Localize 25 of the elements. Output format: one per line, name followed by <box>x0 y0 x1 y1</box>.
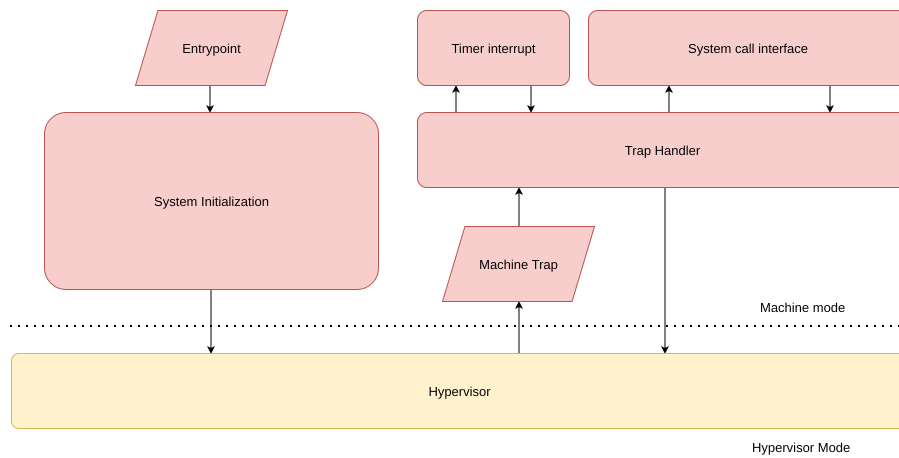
arrow <box>207 290 215 354</box>
node-label: Entrypoint <box>182 40 241 56</box>
process-box <box>588 10 899 86</box>
process-box <box>417 10 570 86</box>
arrow <box>665 85 673 112</box>
arrow <box>515 187 523 226</box>
node-label: System Initialization <box>154 194 269 208</box>
io-parallelogram <box>442 226 595 302</box>
process-box <box>417 112 899 188</box>
io-parallelogram <box>135 10 288 86</box>
arrow <box>527 86 535 113</box>
node-label: Trap Handler <box>624 142 700 158</box>
mode-label: Hypervisor Mode <box>752 440 850 455</box>
mode-label: Machine mode <box>760 300 846 315</box>
arrow <box>206 86 214 113</box>
node-label: Machine Trap <box>479 256 558 272</box>
node-label: System call interface <box>688 40 808 56</box>
process-box <box>44 112 379 290</box>
node-label: Timer interrupt <box>451 40 536 56</box>
arrow <box>826 86 834 113</box>
arrow <box>515 301 523 354</box>
arrow <box>661 188 669 354</box>
node-label: Hypervisor <box>428 384 491 398</box>
arrow <box>452 85 460 112</box>
mode-band <box>11 353 899 429</box>
